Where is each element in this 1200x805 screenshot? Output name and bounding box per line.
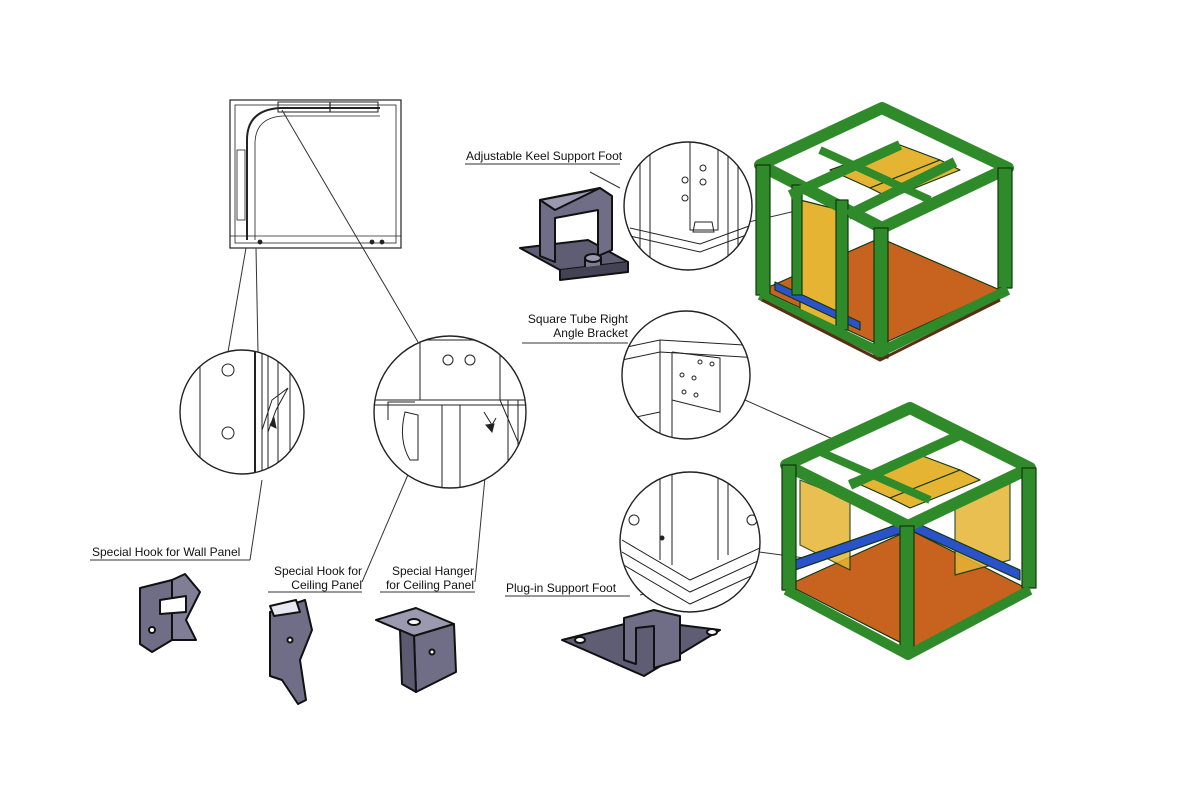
detail-wall-hook	[179, 349, 305, 475]
detail-square-bracket	[621, 310, 751, 440]
part-keel-foot	[519, 187, 629, 281]
frame-cube-top	[754, 102, 1014, 362]
detail-keel-foot	[623, 141, 753, 271]
label-ceiling-hanger: Special Hanger for Ceiling Panel	[372, 564, 474, 592]
detail-plugin-foot	[619, 471, 761, 613]
label-keel-foot: Adjustable Keel Support Foot	[466, 149, 623, 163]
label-square-bracket: Square Tube Right Angle Bracket	[510, 312, 628, 340]
part-ceiling-hook	[269, 599, 313, 705]
part-ceiling-hanger	[375, 607, 457, 693]
label-square-bracket-line2: Angle Bracket	[553, 326, 628, 340]
label-underlines	[90, 163, 630, 597]
detail-ceiling-hook	[373, 335, 527, 489]
label-ceiling-hanger-line2: for Ceiling Panel	[385, 578, 474, 592]
part-plugin-foot	[561, 609, 721, 677]
part-wall-hook	[139, 573, 201, 653]
label-ceiling-hook-line2: Ceiling Panel	[291, 578, 362, 592]
section-drawing	[229, 99, 402, 249]
label-ceiling-hook: Special Hook for Ceiling Panel	[262, 564, 362, 592]
frame-cube-bottom	[780, 402, 1037, 660]
label-ceiling-hook-line1: Special Hook for	[273, 564, 362, 578]
label-wall-hook: Special Hook for Wall Panel	[92, 545, 241, 559]
label-square-bracket-line1: Square Tube Right	[527, 312, 628, 326]
label-ceiling-hanger-line1: Special Hanger	[391, 564, 474, 578]
label-plugin-foot: Plug-in Support Foot	[506, 581, 617, 595]
